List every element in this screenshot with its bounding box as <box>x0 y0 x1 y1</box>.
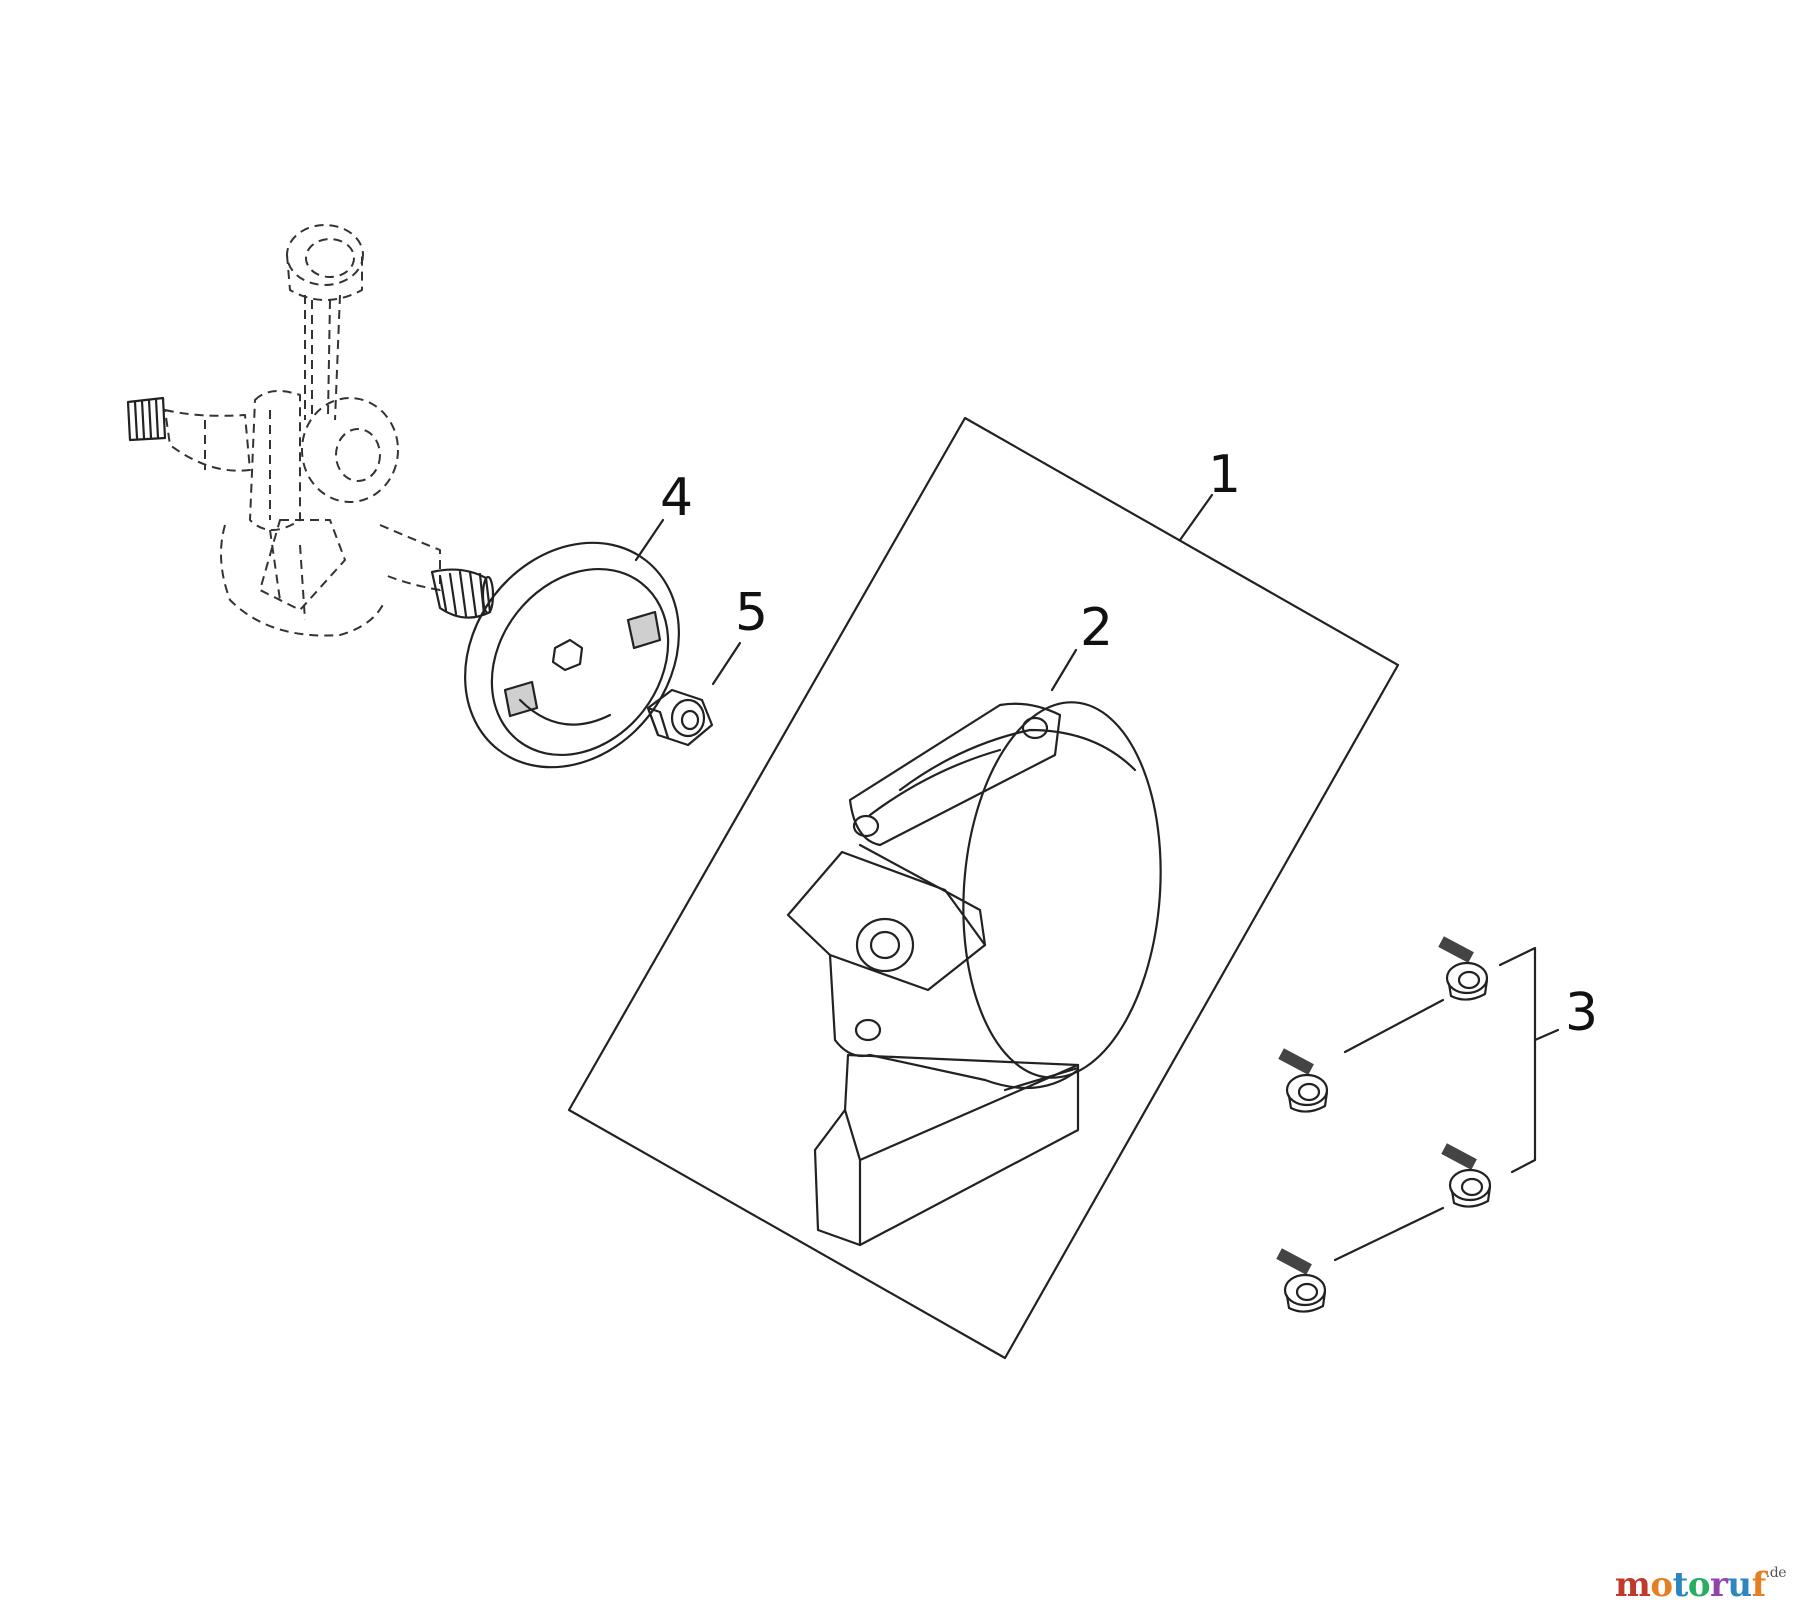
callout-4: 4 <box>660 468 693 528</box>
nut <box>646 688 714 747</box>
watermark-letter: o <box>1687 1565 1711 1605</box>
callout-3: 3 <box>1565 983 1598 1043</box>
leader-lines <box>634 493 1560 1262</box>
watermark-letter: f <box>1751 1565 1767 1605</box>
watermark-letter: u <box>1727 1565 1752 1605</box>
watermark-logo: motoruf.de <box>1615 1565 1787 1605</box>
callout-2: 2 <box>1080 598 1113 658</box>
bolt-3 <box>1441 1143 1492 1208</box>
watermark-letter: r <box>1710 1565 1728 1605</box>
crankshaft-assembly <box>126 224 495 637</box>
callout-1: 1 <box>1208 445 1241 505</box>
callout-5: 5 <box>735 583 768 643</box>
watermark-letter: o <box>1650 1565 1673 1605</box>
watermark-letter: m <box>1614 1565 1651 1605</box>
bolt-2 <box>1278 1048 1329 1113</box>
assembly-frame <box>567 416 1400 1360</box>
flywheel-plate <box>464 541 680 769</box>
bolt-set <box>1276 936 1492 1313</box>
watermark-letter: t <box>1672 1565 1689 1605</box>
watermark-suffix: .de <box>1765 1565 1787 1581</box>
watermark-letters: motoruf <box>1615 1565 1766 1605</box>
bolt-4 <box>1276 1248 1327 1313</box>
bolt-1 <box>1438 936 1489 1001</box>
clutch-housing <box>786 701 1162 1247</box>
